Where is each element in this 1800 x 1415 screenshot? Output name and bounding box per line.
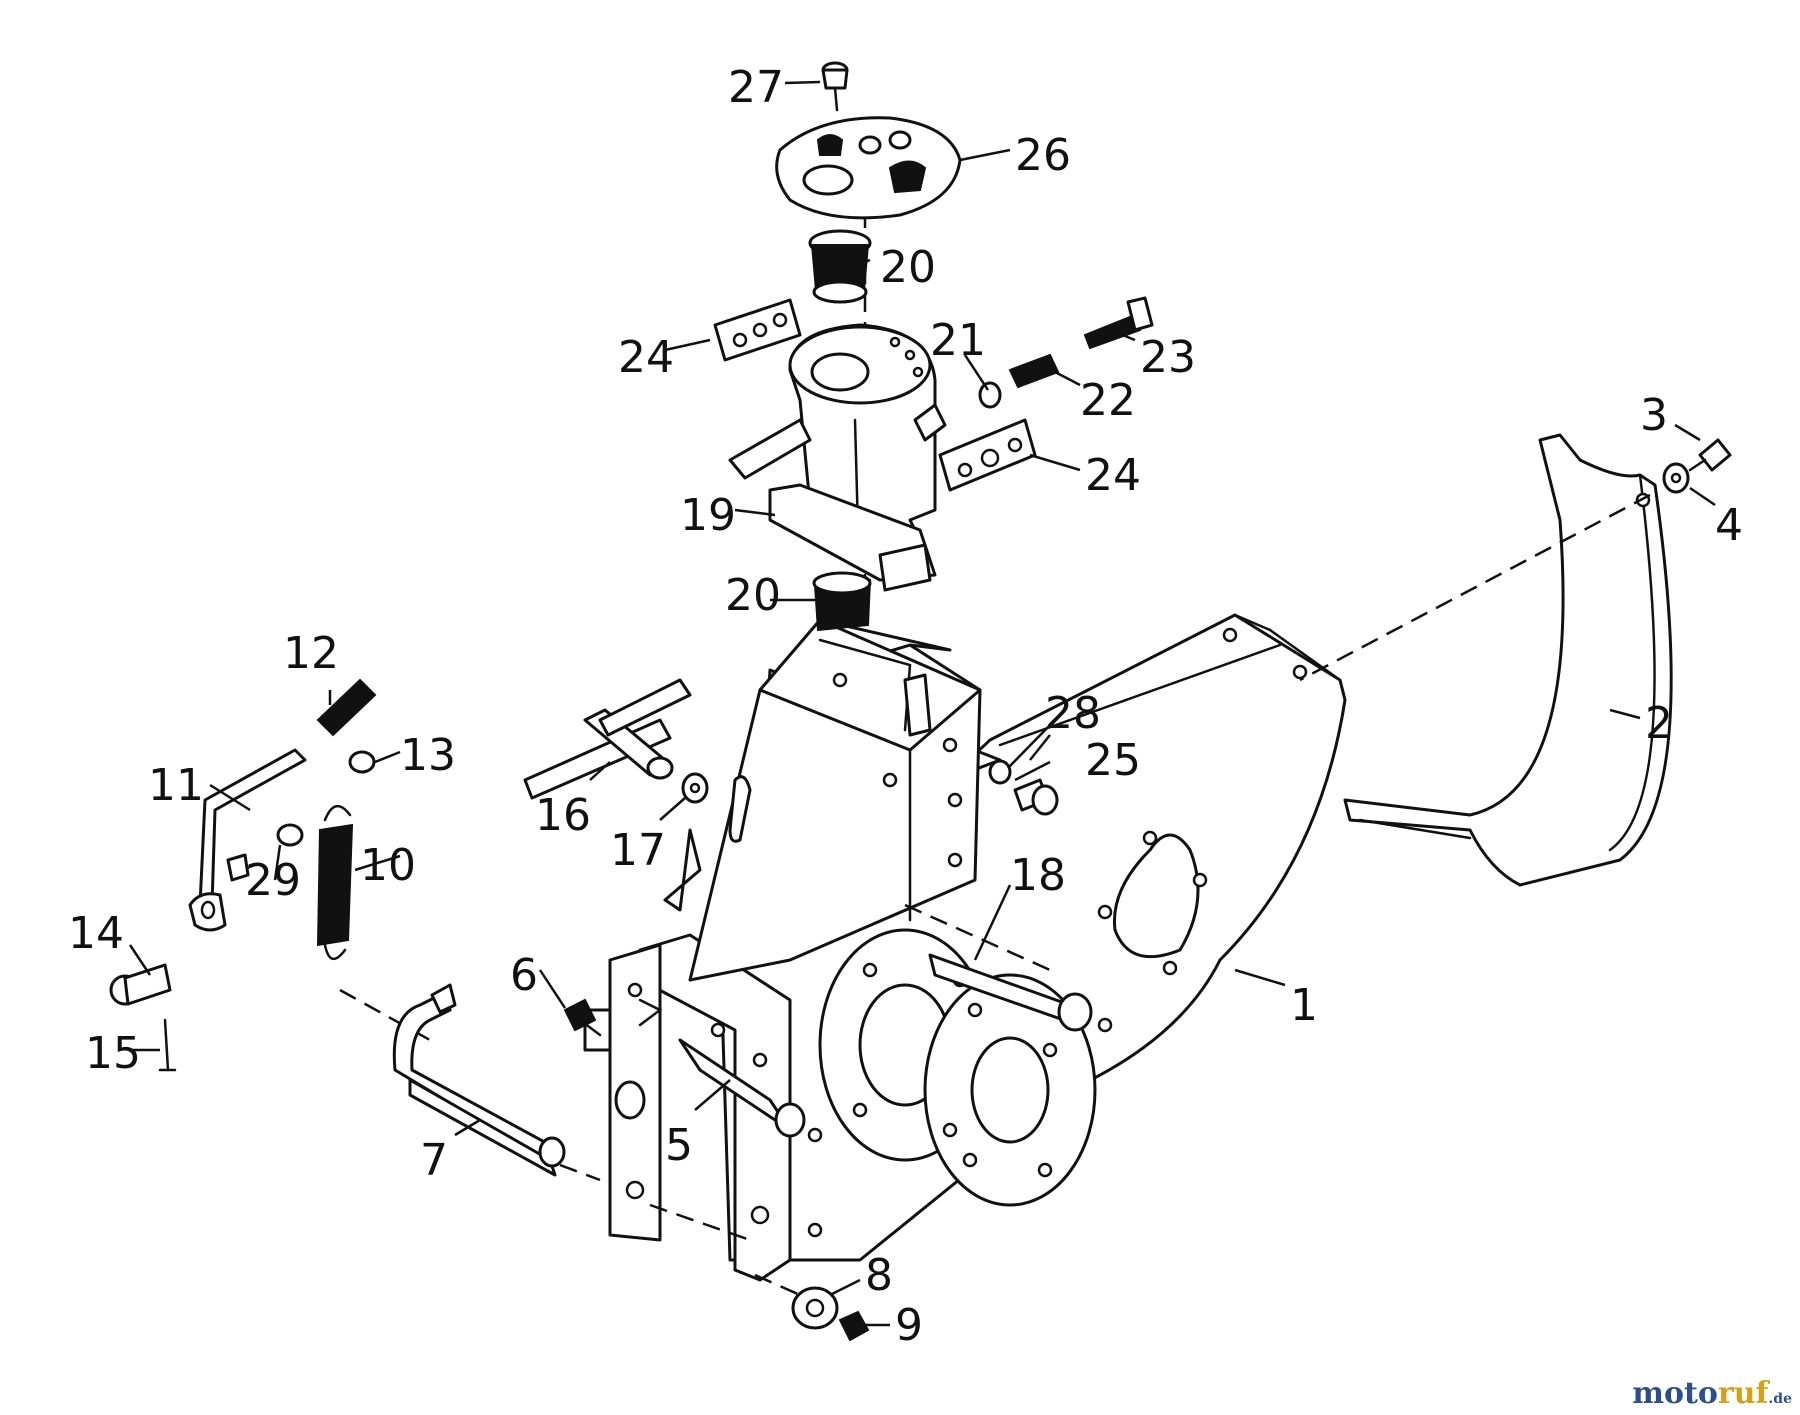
- label-part-9: 9: [895, 1300, 923, 1351]
- label-part-21: 21: [930, 315, 986, 366]
- label-part-22: 22: [1080, 375, 1136, 426]
- washer-part-4: [1662, 462, 1690, 494]
- label-part-2: 2: [1645, 698, 1673, 749]
- label-part-20-lower: 20: [725, 570, 781, 621]
- alignment-line: [649, 1203, 751, 1242]
- washer-part-28: [988, 759, 1012, 785]
- label-part-4: 4: [1715, 500, 1743, 551]
- label-part-23: 23: [1140, 332, 1196, 383]
- housing-part-1: [583, 613, 1347, 1282]
- label-part-3: 3: [1640, 390, 1668, 441]
- leader-lines: [128, 80, 1716, 1327]
- label-part-7: 7: [420, 1135, 448, 1186]
- housing-tower: [663, 618, 982, 982]
- label-part-6: 6: [510, 950, 538, 1001]
- label-part-15: 15: [85, 1028, 141, 1079]
- pin-part-15: [158, 1018, 177, 1072]
- label-part-24-upper: 24: [618, 332, 674, 383]
- screw-part-25: [1013, 778, 1059, 816]
- label-part-12: 12: [283, 628, 339, 679]
- lever-rod-part-11: [188, 748, 307, 932]
- alignment-line: [1299, 493, 1651, 682]
- spring-part-10: [316, 805, 354, 960]
- washer-part-8: [791, 1286, 839, 1330]
- spring-part-12: [316, 678, 377, 737]
- label-part-28: 28: [1045, 688, 1101, 739]
- bracket-plate-part-24-upper: [713, 298, 802, 362]
- shaft-part-18: [928, 953, 1093, 1032]
- rubber-buffer-part-20-upper: [808, 229, 872, 304]
- label-part-20-upper: 20: [880, 242, 936, 293]
- part-number-labels: 1 2 3 4 5 6 7 8 9 10 11 12 13 14 15 16 1…: [68, 62, 1743, 1351]
- screw-part-27: [821, 61, 849, 112]
- nut-part-9: [838, 1310, 870, 1342]
- alignment-line: [754, 1273, 801, 1297]
- label-part-25: 25: [1085, 735, 1141, 786]
- label-part-17: 17: [610, 825, 666, 876]
- lever-part-7: [392, 983, 566, 1177]
- label-part-24-lower: 24: [1085, 450, 1141, 501]
- label-part-5: 5: [665, 1120, 693, 1171]
- shaft-part-16: [523, 678, 692, 800]
- plate-part-26: [775, 116, 962, 220]
- label-part-16: 16: [535, 790, 591, 841]
- label-part-8: 8: [865, 1250, 893, 1301]
- label-part-1: 1: [1290, 980, 1318, 1031]
- label-part-29: 29: [245, 855, 301, 906]
- shaft-part-5: [678, 1038, 806, 1138]
- column-part-19: [728, 323, 947, 592]
- alignment-line: [559, 1163, 601, 1182]
- label-part-19: 19: [680, 490, 736, 541]
- screw-part-14: [109, 963, 172, 1006]
- watermark-logo: motoruf.de: [1632, 1376, 1792, 1411]
- label-part-27: 27: [728, 62, 784, 113]
- rubber-buffer-part-20-lower: [812, 571, 872, 632]
- washer-part-17: [681, 772, 709, 804]
- screw-part-3: [1688, 438, 1732, 472]
- nut-part-13: [348, 750, 376, 774]
- label-part-26: 26: [1015, 130, 1071, 181]
- nut-part-29: [276, 823, 304, 847]
- label-part-14: 14: [68, 908, 124, 959]
- spring-part-22: [1008, 353, 1060, 389]
- label-part-10: 10: [360, 840, 416, 891]
- label-part-11: 11: [148, 760, 204, 811]
- bracket-plate-part-24-lower: [938, 418, 1037, 492]
- cover-plate-part-2: [1343, 433, 1673, 887]
- label-part-18: 18: [1010, 850, 1066, 901]
- washer-part-21: [978, 381, 1002, 409]
- label-part-13: 13: [400, 730, 456, 781]
- bolt-part-6: [563, 998, 602, 1037]
